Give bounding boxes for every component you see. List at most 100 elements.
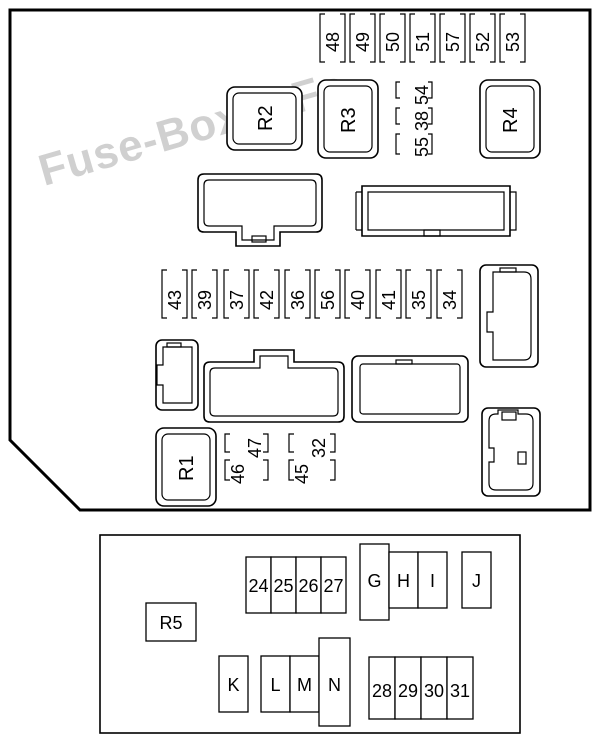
fuse-label: 46	[228, 464, 248, 484]
fuse-label: K	[227, 675, 239, 695]
fuse-54[interactable]: 54	[395, 81, 433, 105]
fuse-stack-small: 54 38 55	[395, 81, 433, 157]
fuse-label: I	[430, 571, 435, 591]
connector-bottom-right	[481, 407, 541, 497]
fuse-l[interactable]: L	[260, 655, 291, 713]
fuse-m[interactable]: M	[289, 655, 320, 713]
fuse-label: 35	[409, 290, 429, 310]
fuse-group-l-n: L M N	[260, 637, 351, 727]
relay-label: R4	[500, 107, 522, 133]
connector-upper-left	[197, 173, 323, 247]
fuse-32[interactable]: 32	[288, 433, 336, 458]
fuse-group-28-31: 28 29 30 31	[368, 656, 474, 720]
fuse-label: 55	[412, 137, 432, 157]
fuse-34[interactable]: 34	[436, 269, 463, 319]
fuse-label: 32	[309, 438, 329, 458]
fuse-label: 54	[412, 85, 432, 105]
fuse-24[interactable]: 24	[245, 556, 272, 614]
fuse-label: G	[367, 571, 381, 591]
fuse-label: 57	[443, 32, 463, 52]
connector-right-middle	[479, 264, 539, 368]
fuse-36[interactable]: 36	[284, 269, 311, 319]
fuse-label: 27	[323, 576, 343, 596]
fuse-j[interactable]: J	[461, 551, 492, 609]
fuse-label: 30	[424, 681, 444, 701]
relay-label: R3	[338, 107, 360, 133]
fuse-45[interactable]: 45	[288, 459, 336, 484]
relay-label: R5	[159, 613, 182, 633]
fuse-label: 29	[398, 681, 418, 701]
fuse-25[interactable]: 25	[270, 556, 297, 614]
relay-r1[interactable]: R1	[155, 427, 217, 507]
fuse-label: 56	[318, 290, 338, 310]
fuse-stack-bottom-left: 47 46	[224, 433, 269, 484]
fuse-label: 48	[323, 32, 343, 52]
relay-r2[interactable]: R2	[226, 86, 303, 151]
fuse-label: 37	[227, 290, 247, 310]
fuse-37[interactable]: 37	[223, 269, 250, 319]
fuse-50[interactable]: 50	[379, 13, 406, 63]
fuse-56[interactable]: 56	[314, 269, 341, 319]
fuse-label: 38	[412, 111, 432, 131]
fuse-label: 24	[248, 576, 268, 596]
fuse-label: 34	[440, 290, 460, 310]
fuse-46[interactable]: 46	[224, 459, 269, 484]
fuse-label: 53	[503, 32, 523, 52]
fuse-42[interactable]: 42	[253, 269, 280, 319]
upper-panel-outline	[8, 8, 592, 512]
fuse-53[interactable]: 53	[499, 13, 526, 63]
relay-r4[interactable]: R4	[479, 79, 541, 159]
fuse-30[interactable]: 30	[420, 656, 448, 720]
fuse-label: 25	[273, 576, 293, 596]
fuse-label: 50	[383, 32, 403, 52]
fuse-27[interactable]: 27	[320, 556, 347, 614]
fuse-label: 28	[372, 681, 392, 701]
fuse-row-middle: 43 39 37 42 36	[161, 269, 463, 319]
fuse-28[interactable]: 28	[368, 656, 396, 720]
fuse-55[interactable]: 55	[395, 133, 433, 157]
fuse-51[interactable]: 51	[409, 13, 436, 63]
lower-fuse-panel: R5 24 25 26 27 G	[99, 534, 521, 734]
fuse-38[interactable]: 38	[395, 107, 433, 131]
fuse-48[interactable]: 48	[319, 13, 346, 63]
connector-upper-right	[355, 185, 517, 237]
fuse-35[interactable]: 35	[405, 269, 432, 319]
fuse-label: 42	[257, 290, 277, 310]
fuse-39[interactable]: 39	[191, 269, 218, 319]
fuse-h[interactable]: H	[388, 551, 419, 609]
connector-lower-middle	[203, 349, 345, 423]
fuse-40[interactable]: 40	[344, 269, 371, 319]
relay-r5[interactable]: R5	[145, 602, 197, 642]
fuse-31[interactable]: 31	[446, 656, 474, 720]
fuse-group-24-27: 24 25 26 27	[245, 556, 347, 614]
fuse-label: 39	[195, 290, 215, 310]
fuse-label: 52	[473, 32, 493, 52]
fuse-label: L	[270, 675, 280, 695]
fuse-label: N	[328, 675, 341, 695]
fuse-43[interactable]: 43	[161, 269, 188, 319]
fuse-52[interactable]: 52	[469, 13, 496, 63]
relay-label: R1	[176, 455, 198, 481]
fuse-k[interactable]: K	[218, 655, 249, 713]
fuse-label: 51	[413, 32, 433, 52]
fuse-26[interactable]: 26	[295, 556, 322, 614]
fuse-label: 47	[245, 438, 265, 458]
fuse-i[interactable]: I	[417, 551, 448, 609]
fuse-group-g-i: G H I	[359, 543, 448, 621]
upper-fuse-panel: Fuse-Box.inFo 48 49 50 51	[8, 8, 592, 512]
fuse-29[interactable]: 29	[394, 656, 422, 720]
fuse-41[interactable]: 41	[375, 269, 402, 319]
fuse-57[interactable]: 57	[439, 13, 466, 63]
fuse-label: 31	[450, 681, 470, 701]
connector-lower-right	[351, 355, 469, 423]
relay-r3[interactable]: R3	[317, 79, 379, 159]
connector-left-small	[155, 339, 199, 411]
fuse-47[interactable]: 47	[224, 433, 269, 458]
fuse-label: J	[472, 571, 481, 591]
fuse-label: 49	[353, 32, 373, 52]
fuse-row-top: 48 49 50 51 57	[319, 13, 526, 63]
fuse-n[interactable]: N	[318, 637, 351, 727]
fuse-49[interactable]: 49	[349, 13, 376, 63]
fuse-g[interactable]: G	[359, 543, 390, 621]
